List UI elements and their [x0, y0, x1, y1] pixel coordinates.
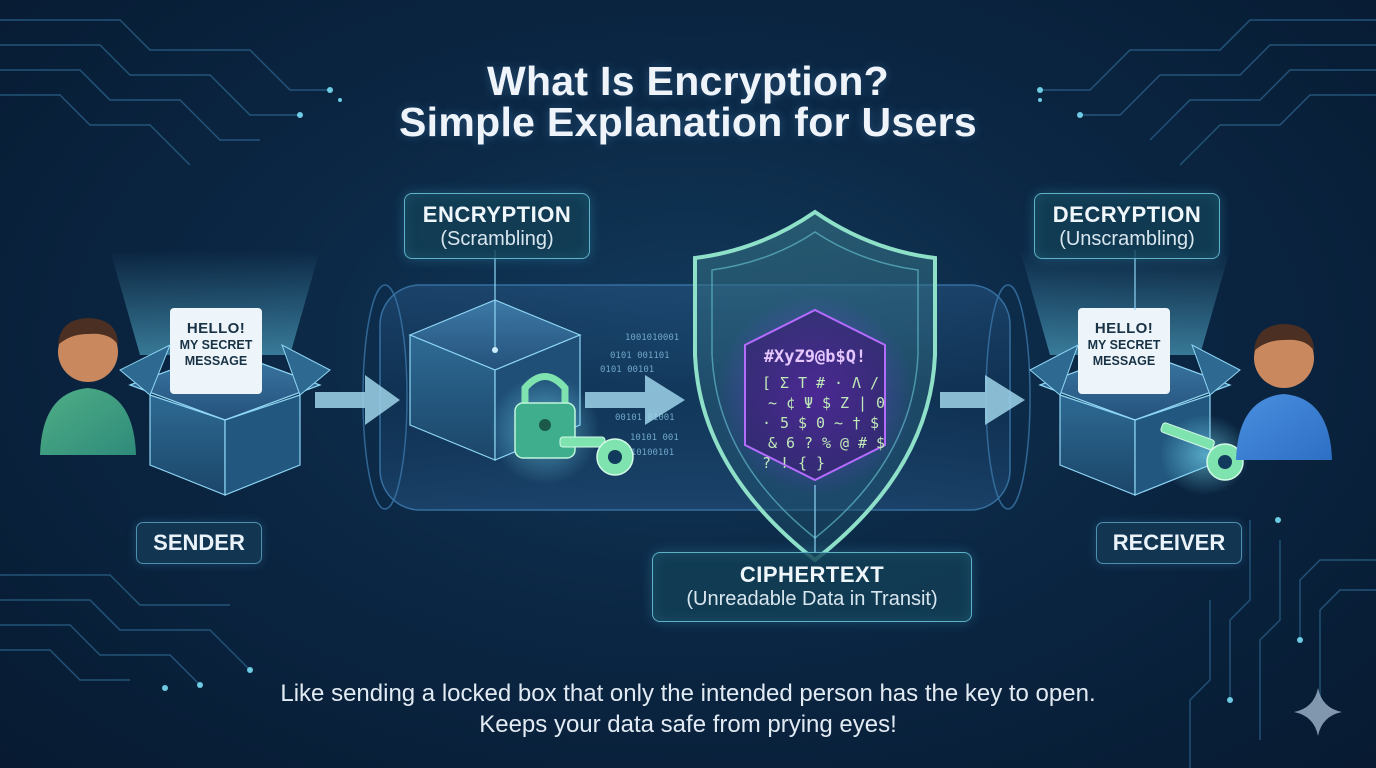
cipher-glyph: · [762, 414, 771, 432]
ciphertext-label: CIPHERTEXT (Unreadable Data in Transit) [652, 552, 972, 622]
decryption-label: DECRYPTION (Unscrambling) [1034, 193, 1220, 259]
binary-bits: 0101 001101 [610, 351, 670, 361]
binary-bits: 00101 01001 [615, 413, 675, 423]
receiver-person-icon [1236, 324, 1332, 460]
cipher-glyph: ¢ [786, 394, 795, 412]
encryption-subtitle: (Scrambling) [405, 228, 589, 251]
receiver-note: HELLO! MY SECRET MESSAGE [1078, 320, 1170, 369]
cipher-glyph: ~ [834, 414, 843, 432]
padlock-icon [490, 375, 600, 485]
cipher-glyph: Z [840, 394, 849, 412]
decryption-title: DECRYPTION [1035, 202, 1219, 228]
cipher-glyph: 0 [876, 394, 885, 412]
sender-note: HELLO! MY SECRET MESSAGE [170, 320, 262, 369]
sender-note-line-3: MESSAGE [170, 353, 262, 369]
cipher-glyph: | [858, 394, 867, 412]
decryption-subtitle: (Unscrambling) [1035, 228, 1219, 251]
cipher-glyph: ? [762, 454, 771, 472]
sender-note-line-2: MY SECRET [170, 337, 262, 353]
cipher-glyph: Ψ [804, 394, 813, 412]
cipher-glyph: % [822, 434, 831, 452]
binary-bits: 0101 00101 [600, 365, 654, 375]
cipher-glyph: ? [804, 434, 813, 452]
cipher-glyph: $ [870, 414, 879, 432]
footer-line-2: Keeps your data safe from prying eyes! [0, 711, 1376, 739]
receiver-label: RECEIVER [1096, 522, 1242, 564]
cipher-glyph: [ [762, 374, 771, 392]
cipher-glyph: { [798, 454, 807, 472]
receiver-note-line-1: HELLO! [1078, 320, 1170, 337]
cipher-glyph: Λ [852, 374, 861, 392]
sender-person-icon [40, 318, 136, 455]
cipher-glyph: T [798, 374, 807, 392]
cipher-glyph: # [816, 374, 825, 392]
cipher-glyph: · [834, 374, 843, 392]
cipher-glyph: $ [798, 414, 807, 432]
cipher-glyph: $ [822, 394, 831, 412]
receiver-note-line-3: MESSAGE [1078, 353, 1170, 369]
cipher-glyph: † [852, 414, 861, 432]
cipher-glyph: ! [780, 454, 789, 472]
ciphertext-sample: #XyZ9@b$Q! [764, 347, 866, 367]
cipher-glyph: } [816, 454, 825, 472]
ciphertext-subtitle: (Unreadable Data in Transit) [653, 588, 971, 611]
cipher-glyph: & [768, 434, 777, 452]
sender-note-line-1: HELLO! [170, 320, 262, 337]
cipher-glyph: 6 [786, 434, 795, 452]
title-line-1: What Is Encryption? [0, 58, 1376, 105]
cipher-glyph: ~ [768, 394, 777, 412]
encryption-title: ENCRYPTION [405, 202, 589, 228]
sender-label: SENDER [136, 522, 262, 564]
encryption-label: ENCRYPTION (Scrambling) [404, 193, 590, 259]
cipher-glyph: 0 [816, 414, 825, 432]
ciphertext-title: CIPHERTEXT [653, 562, 971, 588]
cipher-glyph: Σ [780, 374, 789, 392]
binary-bits: 10101 001 [630, 433, 679, 443]
footer-line-1: Like sending a locked box that only the … [0, 680, 1376, 708]
cipher-glyph: # [858, 434, 867, 452]
title-line-2: Simple Explanation for Users [0, 99, 1376, 146]
receiver-note-line-2: MY SECRET [1078, 337, 1170, 353]
cipher-glyph: @ [840, 434, 849, 452]
cipher-glyph: 5 [780, 414, 789, 432]
cipher-glyph: / [870, 374, 879, 392]
binary-bits: 1001010001 [625, 333, 679, 343]
cipher-glyph: $ [876, 434, 885, 452]
